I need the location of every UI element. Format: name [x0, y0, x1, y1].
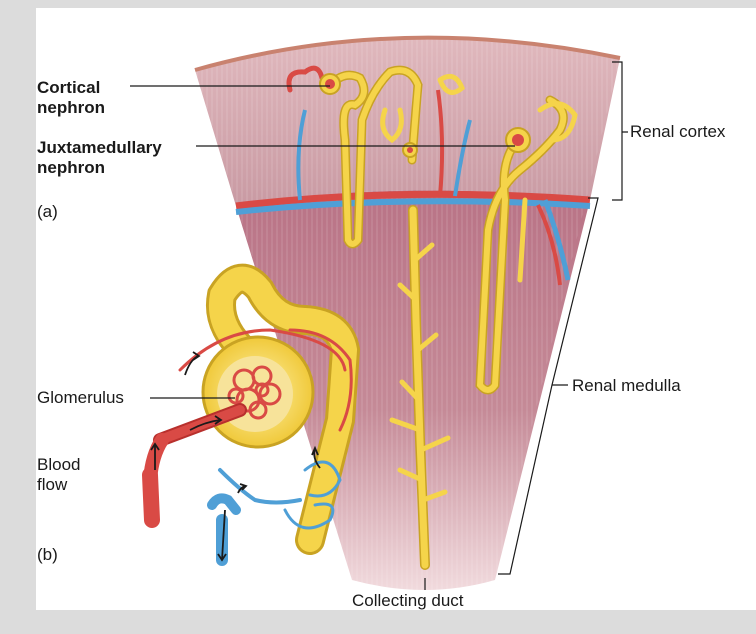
capsule-edge	[194, 35, 621, 72]
juxtamedullary-nephron-tubule	[475, 95, 578, 395]
cortical-nephron-label: Cortical nephron	[37, 78, 105, 118]
enlarged-nephron	[178, 263, 361, 555]
flow-arrows	[150, 351, 321, 562]
renal-cortex-label: Renal cortex	[630, 122, 726, 141]
collecting-duct-label: Collecting duct	[352, 591, 464, 610]
cortical-nephron-tubule	[286, 65, 465, 249]
panel-a-label: (a)	[37, 202, 58, 221]
leader-lines	[130, 61, 628, 590]
renal-medulla-bracket	[498, 197, 599, 575]
juxtamedullary-nephron-label-line2: nephron	[37, 158, 105, 177]
glomerular-capsule	[201, 335, 315, 449]
collecting-duct	[389, 205, 451, 570]
renal-medulla-label: Renal medulla	[572, 376, 681, 395]
juxtamedullary-nephron-label-line1: Juxtamedullary	[37, 138, 162, 157]
blood-flow-label-line1: Blood	[37, 455, 81, 474]
cortical-nephron-label-line1: Cortical	[37, 78, 101, 97]
renal-cortex-bracket	[612, 61, 628, 201]
juxtamedullary-nephron-label: Juxtamedullary nephron	[37, 138, 162, 178]
blood-flow-label: Blood flow	[37, 455, 80, 495]
cortical-nephron-label-line2: nephron	[37, 98, 105, 117]
blood-flow-label-line2: flow	[37, 475, 68, 494]
glomerulus-label: Glomerulus	[37, 388, 124, 407]
panel-b-label: (b)	[37, 545, 58, 564]
